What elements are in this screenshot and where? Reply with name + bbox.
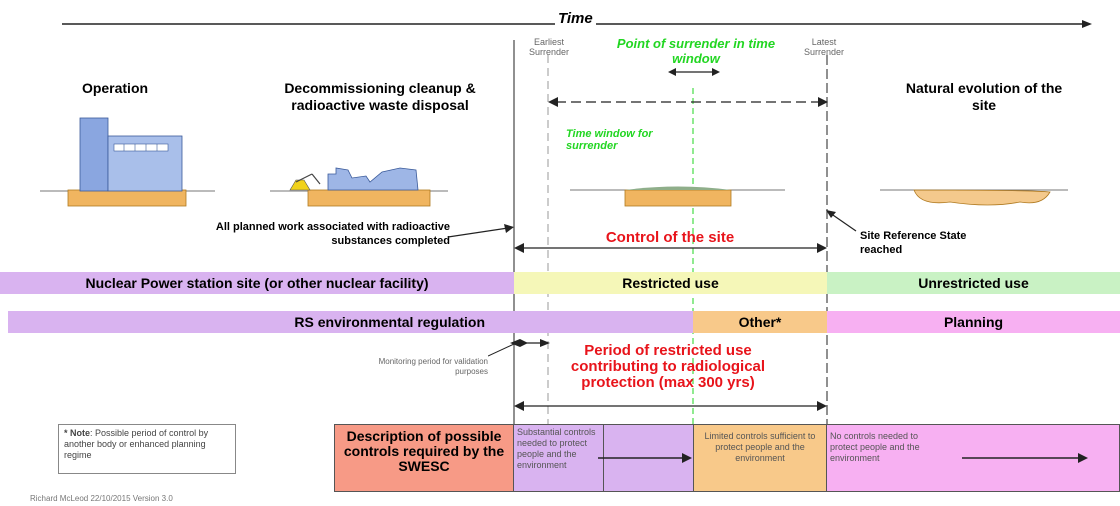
band1-right: Unrestricted use	[827, 272, 1120, 294]
band2-middle: Other*	[693, 311, 827, 333]
time-label: Time	[555, 10, 596, 27]
time-window-label: Time window for surrender	[566, 128, 653, 152]
planned-work-arrow	[448, 224, 514, 238]
substantial-arrow	[598, 453, 692, 463]
restricted-site-illustration	[570, 186, 785, 207]
latest-surrender-label: Latest Surrender	[803, 37, 845, 57]
monitoring-note: Monitoring period for validation purpose…	[378, 357, 488, 376]
control-of-site-label: Control of the site	[605, 229, 735, 246]
note-prefix: * Note	[64, 428, 91, 438]
band1-left: Nuclear Power station site (or other nuc…	[0, 272, 514, 294]
phase-natural-evolution: Natural evolution of the site	[905, 80, 1063, 113]
time-window-arrow	[548, 97, 828, 107]
site-reference-note: Site Reference State reached	[860, 230, 967, 256]
no-controls-arrow	[962, 453, 1088, 463]
control-of-site-arrow	[514, 243, 827, 253]
operation-illustration	[40, 117, 215, 207]
earliest-surrender-label: Earliest Surrender	[528, 37, 570, 57]
band2-left: RS environmental regulation	[8, 311, 693, 333]
limited-controls-cell: Limited controls sufficient to protect p…	[693, 424, 827, 492]
note-text: : Possible period of control by another …	[64, 428, 209, 460]
note-box: * Note: Possible period of control by an…	[58, 424, 236, 474]
decommissioning-illustration	[270, 167, 448, 207]
substantial-controls-cell: Substantial controls needed to protect p…	[514, 424, 604, 492]
credit-line: Richard McLeod 22/10/2015 Version 3.0	[30, 494, 173, 503]
surrender-point-label: Point of surrender in time window	[616, 36, 776, 66]
controls-header: Description of possible controls require…	[334, 424, 514, 492]
period-label: Period of restricted use contributing to…	[570, 342, 766, 391]
band1-middle: Restricted use	[514, 272, 827, 294]
no-controls-text: No controls needed to protect people and…	[830, 431, 920, 463]
band2-left-label: RS environmental regulation	[294, 314, 485, 330]
period-arrow	[514, 401, 827, 411]
phase-operation: Operation	[81, 80, 149, 96]
phase-decommissioning: Decommissioning cleanup & radioactive wa…	[284, 80, 476, 113]
monitoring-arrow	[488, 339, 550, 357]
band2-right: Planning	[827, 311, 1120, 333]
site-ref-arrow	[826, 210, 857, 232]
surrender-shift-arrow	[668, 68, 720, 76]
planned-work-note: All planned work associated with radioac…	[215, 221, 450, 247]
natural-site-illustration	[880, 189, 1068, 206]
